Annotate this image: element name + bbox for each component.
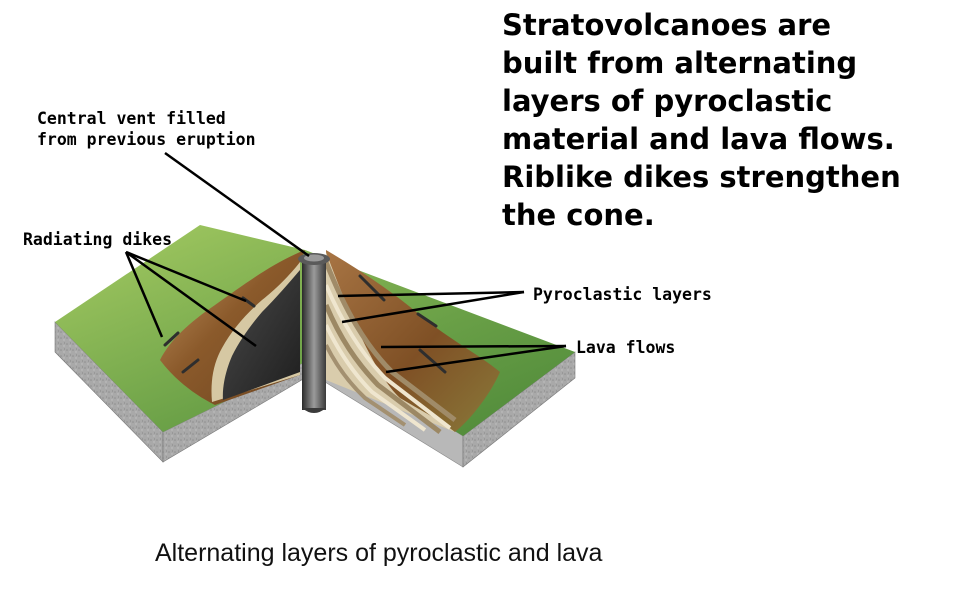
heading-line: the cone. [502,198,655,232]
magma-body [211,262,300,402]
heading-line: Stratovolcanoes are [502,8,832,42]
central-vent-label-line: from previous eruption [37,130,256,149]
main-heading: Stratovolcanoes are built from alternati… [502,6,952,234]
radiating-dike-marks [163,274,447,374]
figure-caption: Alternating layers of pyroclastic and la… [155,539,603,567]
pyroclastic-layers-label: Pyroclastic layers [533,285,712,304]
heading-line: layers of pyroclastic [502,84,833,118]
heading-line: Riblike dikes strengthen [502,160,901,194]
central-vent-label-line: Central vent filled [37,109,226,128]
radiating-dikes-label: Radiating dikes [23,230,173,249]
central-vent [298,253,330,413]
layered-cross-section [323,252,457,434]
central-vent-label: Central vent filled from previous erupti… [37,108,256,150]
lava-flows-label: Lava flows [576,338,676,357]
leader-lines [124,151,567,374]
heading-line: material and lava flows. [502,122,895,156]
heading-line: built from alternating [502,46,858,80]
